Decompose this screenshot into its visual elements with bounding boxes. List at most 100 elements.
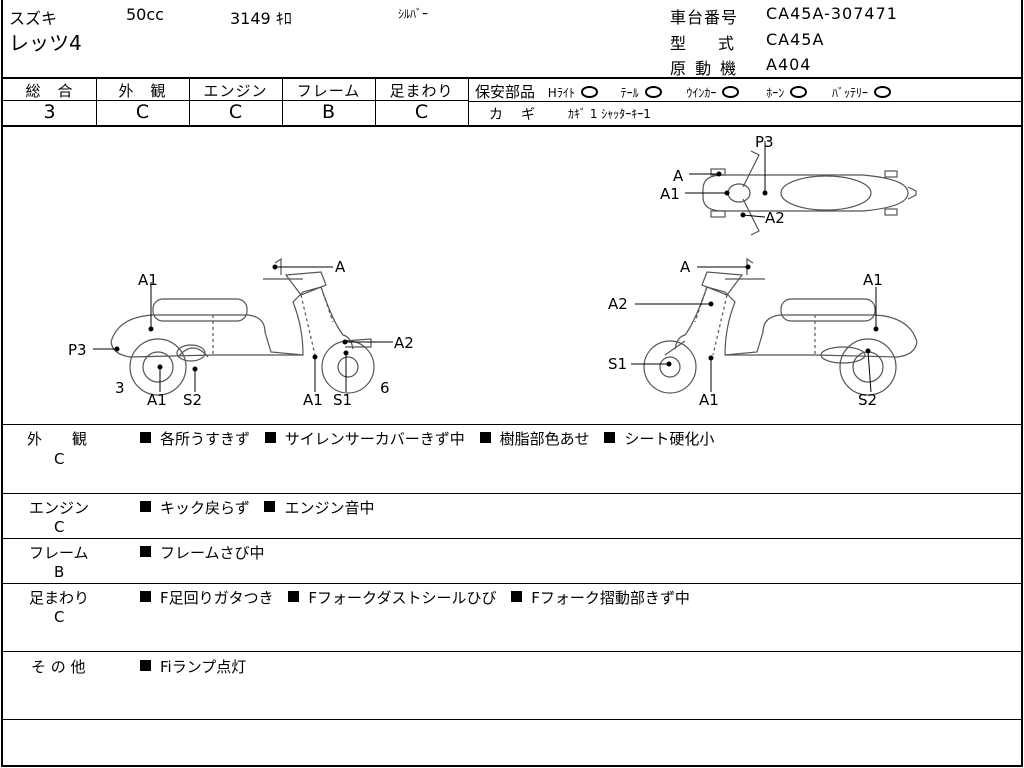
mileage: 3149 ｷﾛ bbox=[230, 9, 292, 28]
safety-item-battery: ﾊﾞｯﾃﾘｰ bbox=[832, 83, 892, 101]
diagram-label: 6 bbox=[380, 379, 390, 397]
note-item: F足回りガタつき bbox=[160, 589, 274, 607]
diagram-label: S2 bbox=[858, 391, 877, 409]
divider bbox=[3, 100, 468, 101]
safety-item-horn: ﾎｰﾝ bbox=[766, 83, 812, 101]
diagram-label: A2 bbox=[765, 209, 785, 227]
grade-engine-value: C bbox=[228, 101, 243, 123]
section-frame-label: フレーム bbox=[29, 544, 89, 562]
ok-circle-icon bbox=[580, 86, 598, 98]
diagram-label: A1 bbox=[147, 391, 167, 409]
divider bbox=[3, 538, 1023, 539]
diagram-label: A2 bbox=[394, 334, 414, 352]
diagram-label: A bbox=[335, 258, 346, 276]
ok-circle-icon bbox=[722, 86, 740, 98]
section-engine-grade: C bbox=[54, 518, 65, 536]
displacement: 50cc bbox=[126, 5, 164, 24]
section-other-notes: Fiランプ点灯 bbox=[140, 656, 256, 677]
safety-item-label: Hﾗｲﾄ bbox=[547, 86, 575, 100]
note-item: Fiランプ点灯 bbox=[160, 658, 247, 676]
note-item: 各所うすきず bbox=[160, 430, 251, 448]
safety-item-taillight: ﾃｰﾙ bbox=[621, 83, 667, 101]
bullet-square-icon bbox=[479, 432, 491, 443]
note-item: 樹脂部色あせ bbox=[499, 430, 590, 448]
note-item: Fフォーク摺動部きず中 bbox=[531, 589, 690, 607]
grade-exterior-value: C bbox=[135, 101, 150, 123]
diagram-label: A bbox=[680, 258, 691, 276]
section-engine-notes: キック戻らず エンジン音中 bbox=[140, 497, 385, 518]
note-item: Fフォークダストシールひび bbox=[308, 589, 497, 607]
section-exterior-notes: 各所うすきず サイレンサーカバーきず中 樹脂部色あせ シート硬化小 bbox=[140, 428, 724, 449]
divider bbox=[282, 78, 283, 125]
frame-no-label: 車台番号 bbox=[670, 8, 739, 27]
diagram-label: S1 bbox=[333, 391, 352, 409]
section-suspension-notes: F足回りガタつき Fフォークダストシールひび Fフォーク摺動部きず中 bbox=[140, 587, 700, 608]
key-value: ｶｷﾞ 1 ｼｬｯﾀｰｷｰ1 bbox=[568, 107, 651, 121]
diagram-label: A1 bbox=[138, 271, 158, 289]
section-engine-label: エンジン bbox=[29, 499, 90, 517]
bullet-square-icon bbox=[140, 501, 151, 512]
scooter-top-view bbox=[702, 150, 917, 236]
section-frame-notes: フレームさび中 bbox=[140, 542, 275, 563]
divider bbox=[3, 583, 1023, 584]
grade-frame-value: B bbox=[321, 101, 336, 123]
note-item: フレームさび中 bbox=[160, 544, 265, 562]
note-item: エンジン音中 bbox=[284, 499, 375, 517]
safety-item-label: ｳｲﾝｶｰ bbox=[686, 86, 717, 100]
divider bbox=[3, 77, 1023, 79]
grade-suspension-value: C bbox=[414, 101, 429, 123]
diagram-label: S1 bbox=[608, 355, 627, 373]
safety-item-label: ﾎｰﾝ bbox=[766, 86, 785, 100]
safety-item-label: ﾃｰﾙ bbox=[620, 86, 639, 100]
diagram-label: A1 bbox=[660, 185, 680, 203]
bullet-square-icon bbox=[264, 501, 276, 512]
grade-engine-label: エンジン bbox=[203, 82, 268, 100]
engine-label: 原 動 機 bbox=[670, 59, 739, 78]
diagram-label: A bbox=[673, 167, 684, 185]
grade-suspension-label: 足まわり bbox=[389, 82, 454, 100]
scooter-diagrams: P3 A A1 A2 A1 A P3 A2 3 6 A1 S2 A1 S1 A … bbox=[68, 133, 918, 409]
divider bbox=[375, 78, 376, 125]
key-label: カ ギ bbox=[489, 107, 537, 123]
grade-total-label: 総 合 bbox=[25, 82, 74, 100]
ok-circle-icon bbox=[790, 86, 808, 98]
note-item: シート硬化小 bbox=[624, 430, 715, 448]
divider bbox=[3, 719, 1023, 720]
diagram-label: P3 bbox=[68, 341, 87, 359]
section-exterior-grade: C bbox=[54, 450, 65, 468]
color: ｼﾙﾊﾞｰ bbox=[398, 7, 429, 21]
grade-frame-label: フレーム bbox=[296, 82, 361, 100]
maker: スズキ bbox=[9, 9, 58, 28]
diagram-label: A1 bbox=[303, 391, 323, 409]
divider bbox=[3, 125, 1023, 127]
section-other-label: そ の 他 bbox=[31, 658, 86, 676]
bullet-square-icon bbox=[140, 660, 151, 671]
ok-circle-icon bbox=[644, 86, 662, 98]
note-item: キック戻らず bbox=[160, 499, 250, 517]
diagram-label: S2 bbox=[183, 391, 202, 409]
diagram-label: 3 bbox=[115, 379, 125, 397]
section-suspension-grade: C bbox=[54, 608, 65, 626]
safety-label: 保安部品 bbox=[475, 83, 536, 101]
divider bbox=[3, 424, 1023, 425]
type-value: CA45A bbox=[766, 30, 825, 49]
bullet-square-icon bbox=[604, 432, 616, 443]
diagram-label: A1 bbox=[863, 271, 883, 289]
grade-total-value: 3 bbox=[43, 101, 56, 123]
ok-circle-icon bbox=[874, 86, 892, 98]
bullet-square-icon bbox=[140, 546, 151, 557]
model-name: レッツ4 bbox=[9, 31, 82, 55]
bullet-square-icon bbox=[140, 432, 151, 443]
scooter-left-view bbox=[110, 257, 375, 396]
scooter-right-view bbox=[643, 257, 918, 396]
safety-item-winker: ｳｲﾝｶｰ bbox=[686, 83, 744, 101]
engine-value: A404 bbox=[766, 55, 812, 74]
divider bbox=[96, 78, 97, 125]
frame-no-value: CA45A-307471 bbox=[766, 4, 898, 23]
bullet-square-icon bbox=[288, 591, 300, 602]
divider bbox=[3, 493, 1023, 494]
diagram-label: P3 bbox=[755, 133, 774, 151]
divider bbox=[3, 651, 1023, 652]
safety-parts-row: 保安部品 Hﾗｲﾄ ﾃｰﾙ ｳｲﾝｶｰ ﾎｰﾝ ﾊﾞｯﾃﾘｰ bbox=[475, 81, 892, 102]
